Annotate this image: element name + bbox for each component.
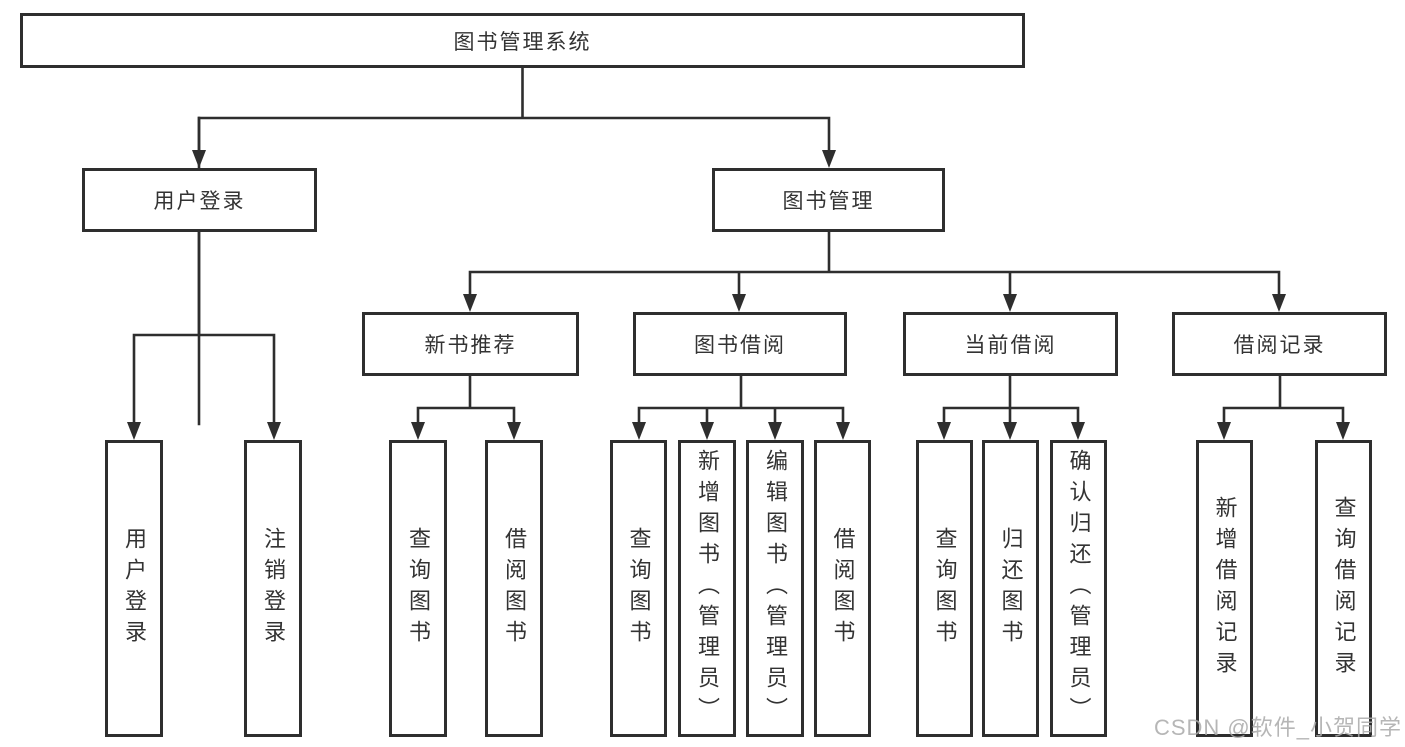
leaf-borrow-books: 借阅图书 (814, 440, 871, 737)
arrowhead (463, 294, 477, 312)
connector-borrow-split (637, 374, 845, 426)
arrowhead (1003, 294, 1017, 312)
connector-recommend-split (416, 374, 516, 426)
arrowhead (937, 422, 951, 440)
arrowhead (1071, 422, 1085, 440)
leaf-query-books-current: 查询图书 (916, 440, 973, 737)
leaf-query-borrow-record: 查询借阅记录 (1315, 440, 1372, 737)
arrowhead (1272, 294, 1286, 312)
node-label: 图书管理 (782, 190, 875, 213)
connector-current-split (942, 374, 1080, 426)
arrowhead (768, 422, 782, 440)
node-label: 编辑图书（管理员） (763, 449, 788, 728)
leaf-add-borrow-record: 新增借阅记录 (1196, 440, 1253, 737)
arrowhead (192, 150, 206, 168)
connector-bookmgmt-split (468, 230, 1281, 298)
csdn-watermark: CSDN @软件_小贺同学 (1153, 715, 1402, 740)
leaf-logout: 注销登录 (244, 440, 302, 737)
arrowhead (1003, 422, 1017, 440)
leaf-add-books-admin: 新增图书（管理员） (678, 440, 736, 737)
leaf-query-books-borrow: 查询图书 (610, 440, 667, 737)
leaf-borrow-books-recommend: 借阅图书 (485, 440, 543, 737)
leaf-confirm-return-admin: 确认归还（管理员） (1050, 440, 1107, 737)
node-label: 图书管理系统 (453, 30, 592, 54)
arrowhead (267, 422, 281, 440)
node-label: 注销登录 (261, 526, 286, 651)
arrowhead (507, 422, 521, 440)
node-label: 图书借阅 (694, 334, 786, 357)
node-label: 查询图书 (626, 526, 652, 651)
node-label: 确认归还（管理员） (1066, 449, 1092, 728)
arrowhead (127, 422, 141, 440)
node-book-management: 图书管理 (712, 168, 945, 232)
node-label: 借阅记录 (1233, 334, 1326, 357)
node-book-borrow: 图书借阅 (633, 312, 847, 376)
arrowhead (632, 422, 646, 440)
arrowhead (822, 150, 836, 168)
node-label: 归还图书 (998, 526, 1024, 651)
arrowhead (836, 422, 850, 440)
node-label: 借阅图书 (830, 526, 856, 651)
leaf-user-login: 用户登录 (105, 440, 163, 737)
node-label: 新增借阅记录 (1212, 495, 1238, 682)
node-label: 查询图书 (932, 526, 958, 651)
arrowhead (732, 294, 746, 312)
leaf-return-books: 归还图书 (982, 440, 1039, 737)
node-label: 用户登录 (153, 190, 246, 213)
node-label: 借阅图书 (502, 526, 527, 651)
node-current-borrow: 当前借阅 (903, 312, 1118, 376)
node-new-book-recommend: 新书推荐 (362, 312, 579, 376)
node-user-login: 用户登录 (82, 168, 317, 232)
connector-userlogin-split (132, 230, 276, 426)
arrowhead (700, 422, 714, 440)
node-borrow-records: 借阅记录 (1172, 312, 1387, 376)
node-label: 用户登录 (122, 526, 147, 651)
connector-records-split (1222, 374, 1345, 426)
arrowhead (1217, 422, 1231, 440)
node-label: 查询图书 (406, 526, 431, 651)
node-library-management-system: 图书管理系统 (20, 13, 1025, 68)
node-label: 新书推荐 (424, 334, 517, 357)
arrowhead (411, 422, 425, 440)
node-label: 当前借阅 (964, 334, 1057, 357)
leaf-query-books-recommend: 查询图书 (389, 440, 447, 737)
arrowhead (1336, 422, 1350, 440)
node-label: 新增图书（管理员） (695, 449, 720, 728)
node-label: 查询借阅记录 (1331, 495, 1357, 682)
leaf-edit-books-admin: 编辑图书（管理员） (746, 440, 804, 737)
